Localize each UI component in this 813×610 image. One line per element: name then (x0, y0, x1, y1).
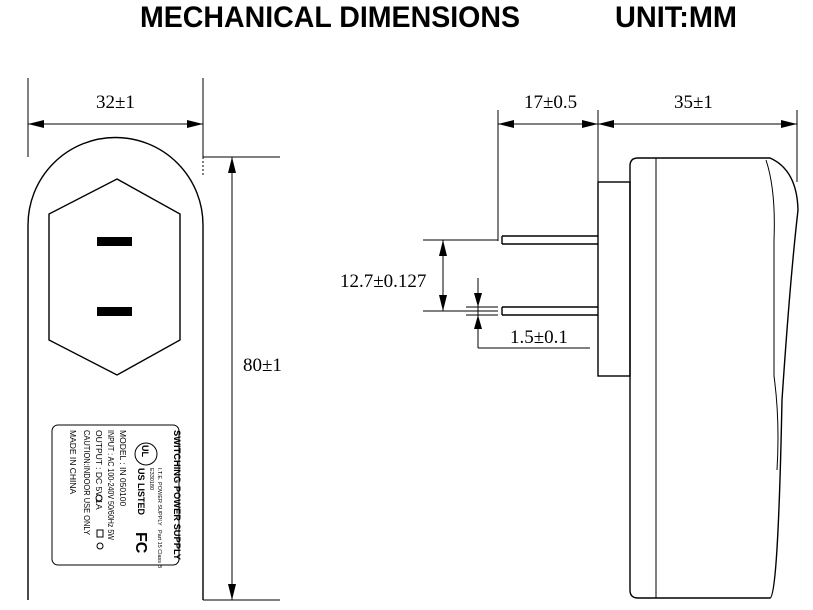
side-depth-label: 35±1 (674, 92, 713, 113)
svg-text:I.T.E. POWER SUPPLY: I.T.E. POWER SUPPLY (156, 468, 162, 526)
rating-label-text: SWITCHING POWER SUPPLY MODEL : IN 050100… (68, 430, 182, 569)
front-view: 32±1 80±1 SWITCHING POWER SUPPLY MODEL :… (27, 78, 282, 601)
polarity-symbol (95, 494, 103, 502)
ul-listed-mark: UL I.T.E. POWER SUPPLY E330180 US LISTED (134, 442, 162, 526)
svg-text:FC: FC (132, 532, 149, 554)
prong-top (501, 235, 598, 245)
double-insulation-symbol (96, 529, 104, 538)
svg-text:UL: UL (140, 445, 150, 457)
prong-length-label: 17±0.5 (524, 92, 577, 113)
label-line-5: CAUTION:INDOOR USE ONLY (82, 430, 92, 535)
label-line-1: SWITCHING POWER SUPPLY (172, 430, 182, 560)
label-line-4: OUTPUT : DC 5V 1A (94, 430, 104, 510)
svg-text:E330180: E330180 (148, 468, 154, 490)
height-label: 80±1 (243, 355, 282, 376)
svg-text:Part 15 Class B: Part 15 Class B (156, 530, 162, 569)
plug-base-block (597, 181, 631, 377)
label-line-6: MADE IN CHINA (68, 430, 78, 495)
front-housing-outline (27, 136, 204, 600)
svg-text:US LISTED: US LISTED (136, 468, 146, 516)
rating-label-plate (51, 424, 180, 566)
plug-face (48, 178, 181, 376)
prong-slot-top (97, 237, 132, 246)
prong-bottom (501, 306, 598, 316)
front-width-label: 32±1 (96, 92, 135, 113)
prong-spacing-label: 12.7±0.127 (340, 271, 426, 292)
prong-thickness-label: 1.5±0.1 (510, 327, 568, 348)
side-housing-outline (629, 157, 799, 599)
symbol-circle (96, 542, 104, 550)
drawing-title: MECHANICAL DIMENSIONS (140, 1, 520, 34)
fcc-mark: FC Part 15 Class B (132, 530, 162, 569)
housing-edge-curve (765, 159, 779, 471)
unit-label: UNIT:MM (615, 1, 737, 34)
label-line-2: MODEL : IN 050100 (118, 430, 128, 506)
prong-slot-bottom (97, 307, 132, 316)
label-line-3: INPUT : AC 100-240V 50/60Hz 5W (106, 430, 116, 540)
side-view: 17±0.5 35±1 12.7±0.127 (340, 92, 799, 599)
